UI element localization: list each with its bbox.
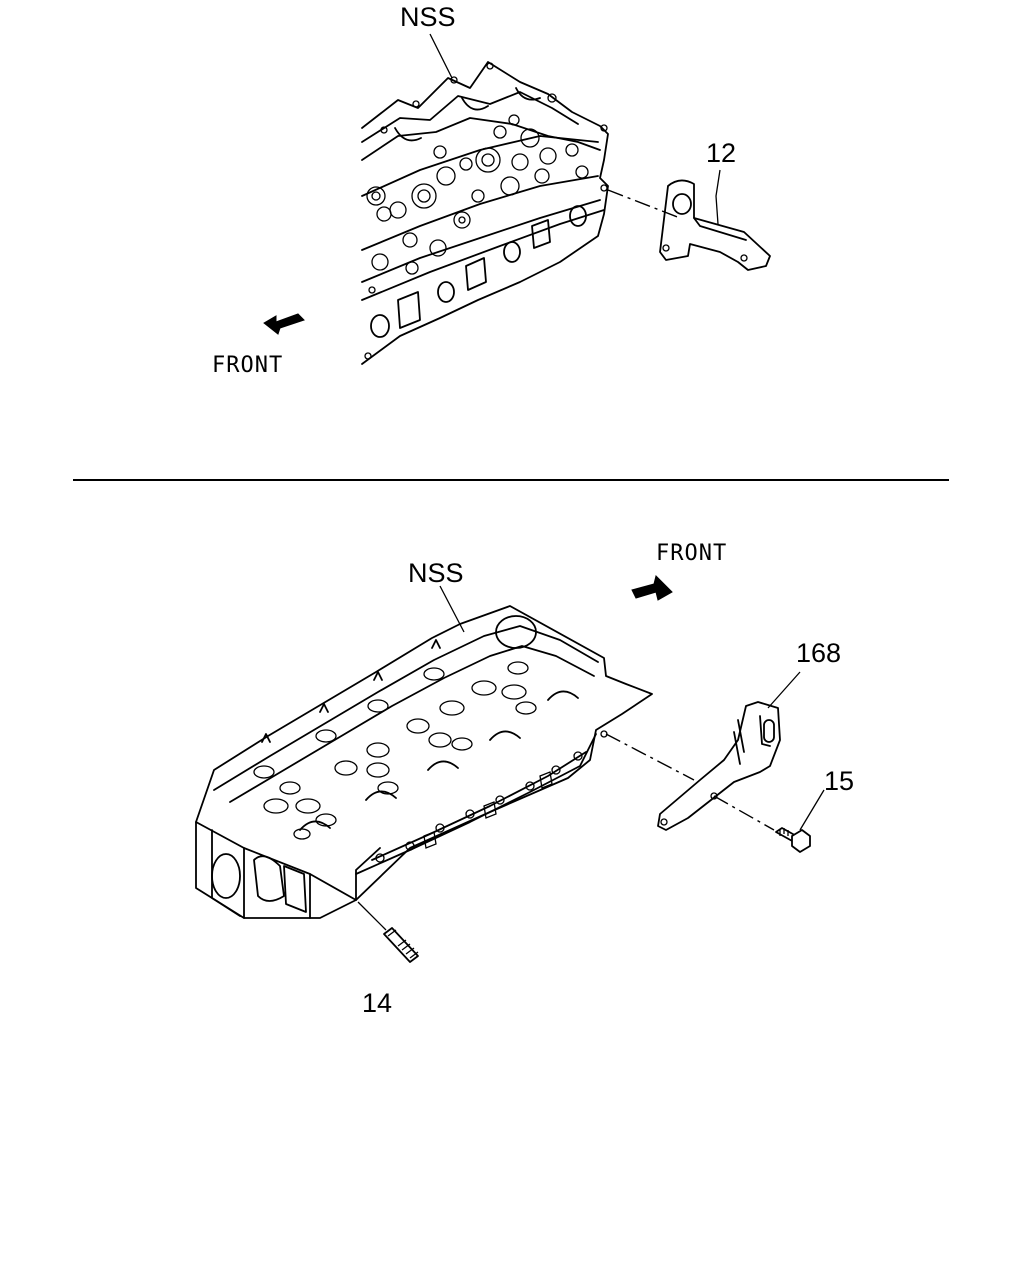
bottom-168-label: 168 (796, 638, 841, 668)
bottom-bolt-15 (775, 827, 811, 853)
bottom-cylinder-head (195, 605, 653, 919)
top-nss-label: NSS (400, 2, 456, 32)
bottom-14-leader (357, 901, 387, 931)
top-nss-leader (429, 33, 453, 79)
bottom-view: NSS 168 15 14 FRONT (195, 541, 854, 1018)
top-leader-dashed (607, 189, 681, 219)
top-12-label: 12 (706, 138, 736, 168)
bottom-front-arrow-icon (631, 575, 673, 601)
top-front-label: FRONT (212, 353, 283, 378)
bottom-168-leader (767, 671, 801, 709)
bottom-15-label: 15 (824, 766, 854, 796)
bottom-nss-label: NSS (408, 558, 464, 588)
bottom-nss-leader (439, 585, 465, 633)
bottom-front-label: FRONT (656, 541, 727, 566)
bottom-stud-14 (383, 927, 419, 963)
bottom-14-label: 14 (362, 988, 392, 1018)
bottom-bolt-dashed (713, 795, 775, 831)
bottom-15-leader (799, 789, 825, 831)
top-cylinder-head (361, 61, 609, 365)
top-view: NSS 12 FRONT (212, 2, 771, 378)
bottom-leader-dashed (605, 733, 695, 781)
bottom-bracket-168 (657, 701, 781, 831)
top-12-leader (715, 169, 721, 225)
top-front-arrow-icon (263, 313, 305, 335)
top-bracket-12 (659, 179, 771, 271)
